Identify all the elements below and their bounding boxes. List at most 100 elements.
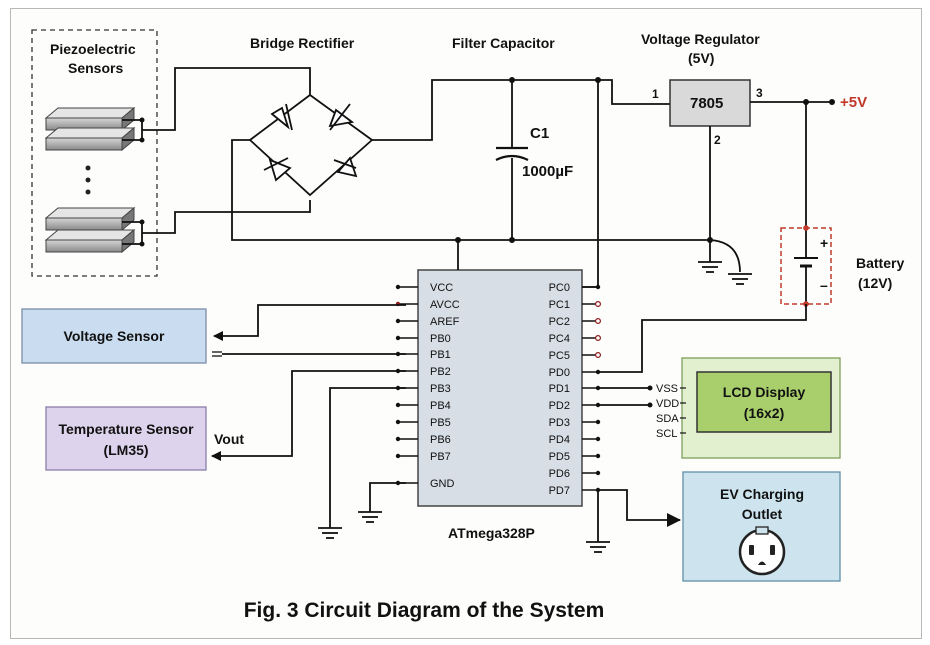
mcu-pin-pc2: PC2: [549, 316, 570, 328]
mcu-atmega328p: ATmega328P VCCAVCCAREFPB0PB1PB2PB3PB4PB5…: [395, 269, 601, 541]
mcu-pin-pd1: PD1: [549, 383, 570, 395]
ground-symbol: [728, 273, 752, 285]
mcu-pin-gnd: GND: [430, 478, 455, 490]
mcu-pin-pd2: PD2: [549, 400, 570, 412]
mcu-pin-pd0: PD0: [549, 367, 570, 379]
regulator-part: 7805: [690, 95, 723, 112]
cap-value: 1000µF: [522, 163, 573, 180]
ev-title-line2: Outlet: [742, 506, 783, 522]
mcu-pin-dot: [395, 402, 401, 408]
piezo-stack-bottom: [44, 206, 136, 254]
mcu-pin-pb5: PB5: [430, 417, 451, 429]
mcu-pin-dot: [595, 470, 601, 476]
battery-title-line2: (12V): [858, 275, 892, 291]
mcu-pin-pb6: PB6: [430, 434, 451, 446]
mcu-pin-avcc: AVCC: [430, 299, 460, 311]
mcu-pin-dot: [395, 318, 401, 324]
plus5v-label: +5V: [840, 94, 867, 111]
wire-pb2-vout: [211, 370, 406, 461]
mcu-pin-dot: [395, 335, 401, 341]
mcu-pin-pb4: PB4: [430, 400, 451, 412]
mcu-pin-pc5: PC5: [549, 350, 570, 362]
wire-pd7-ev: [598, 489, 681, 527]
lcd-pin-vdd: VDD: [656, 398, 679, 410]
lcd-pin-vss: VSS: [656, 383, 678, 395]
ground-symbol: [318, 527, 342, 539]
mcu-pin-pd5: PD5: [549, 451, 570, 463]
mcu-pin-pd7: PD7: [549, 485, 570, 497]
wire-battery-pd0: [598, 304, 807, 373]
ev-charging-outlet: EV Charging Outlet: [682, 471, 841, 582]
mcu-pin-pc1: PC1: [549, 299, 570, 311]
mcu-pin-dot: [395, 419, 401, 425]
outlet-icon: [738, 526, 786, 576]
wire-dc-ground: [231, 139, 710, 241]
mcu-pin-dot: [395, 284, 401, 290]
temperature-sensor: Temperature Sensor (LM35): [45, 406, 207, 471]
battery-plus: +: [820, 235, 828, 251]
wire-dc-positive: [372, 79, 598, 141]
piezo-dashed-box: [31, 29, 158, 277]
piezo-stack-top: [44, 106, 136, 152]
mcu-pin-pb2: PB2: [430, 366, 451, 378]
mcu-pin-pc4: PC4: [549, 333, 570, 345]
mcu-pin-dot: [594, 301, 601, 308]
regulator-title-line2: (5V): [688, 50, 714, 66]
lcd-pin-sda: SDA: [656, 413, 679, 425]
voltage-sensor-label: Voltage Sensor: [64, 328, 165, 344]
reg-pin1-label: 1: [652, 87, 659, 101]
ev-title-line1: EV Charging: [720, 486, 804, 502]
temp-sensor-box: [45, 406, 207, 471]
mcu-pin-dot: [595, 453, 601, 459]
cap-name: C1: [530, 125, 549, 142]
wire-avcc-voltage-sensor: [213, 304, 406, 341]
ellipsis-dot: [85, 189, 91, 195]
wire-pc0: [582, 80, 599, 288]
figure-caption: Fig. 3 Circuit Diagram of the System: [244, 599, 605, 622]
ellipsis-dot: [85, 165, 91, 171]
voltage-regulator: Voltage Regulator (5V) 7805 1 3 2: [598, 31, 832, 240]
mcu-pin-dot: [395, 436, 401, 442]
lcd-pin-scl: SCL: [656, 428, 677, 440]
mcu-pin-dot: [594, 352, 601, 359]
lcd-screen: [696, 371, 832, 433]
mcu-pin-pc0: PC0: [549, 282, 570, 294]
mcu-title: ATmega328P: [448, 525, 535, 541]
bridge-rectifier: Bridge Rectifier: [248, 35, 374, 197]
wire-pb3-ground: [329, 387, 406, 528]
temp-sensor-line1: Temperature Sensor: [58, 421, 194, 437]
mcu-pin-vcc: VCC: [430, 282, 453, 294]
battery: + – Battery (12V): [780, 102, 904, 307]
piezo-title-line1: Piezoelectric: [50, 41, 136, 57]
mcu-pin-dot: [595, 419, 601, 425]
ground-symbol: [698, 240, 722, 273]
ground-symbol: [586, 541, 610, 553]
mcu-pin-pb3: PB3: [430, 383, 451, 395]
piezo-sensor-group: Piezoelectric Sensors: [31, 29, 158, 277]
mcu-pin-dot: [594, 318, 601, 325]
lcd-title-line2: (16x2): [744, 405, 784, 421]
reg-pin3-label: 3: [756, 86, 763, 100]
filter-title: Filter Capacitor: [452, 35, 555, 51]
battery-title-line1: Battery: [856, 255, 904, 271]
wire-gnd: [369, 482, 406, 512]
piezo-title-line2: Sensors: [68, 60, 123, 76]
wire-piezo-bridge-bottom: [142, 200, 311, 234]
vout-label: Vout: [214, 431, 244, 447]
voltage-sensor-box: [21, 308, 207, 364]
mcu-pin-dot: [395, 453, 401, 459]
reg-pin2-label: 2: [714, 133, 721, 147]
mcu-pin-dot: [594, 335, 601, 342]
ellipsis-dot: [85, 177, 91, 183]
mcu-pin-pd3: PD3: [549, 417, 570, 429]
mcu-pin-pb1: PB1: [430, 349, 451, 361]
filter-capacitor: Filter Capacitor C1 1000µF: [452, 35, 573, 240]
mcu-pin-dot: [595, 369, 601, 375]
lcd-pin-labels: VSS VDD SDA SCL: [656, 383, 686, 440]
wire-piezo-bridge-top: [142, 67, 311, 131]
mcu-pin-pb7: PB7: [430, 451, 451, 463]
ground-symbol: [358, 511, 382, 523]
